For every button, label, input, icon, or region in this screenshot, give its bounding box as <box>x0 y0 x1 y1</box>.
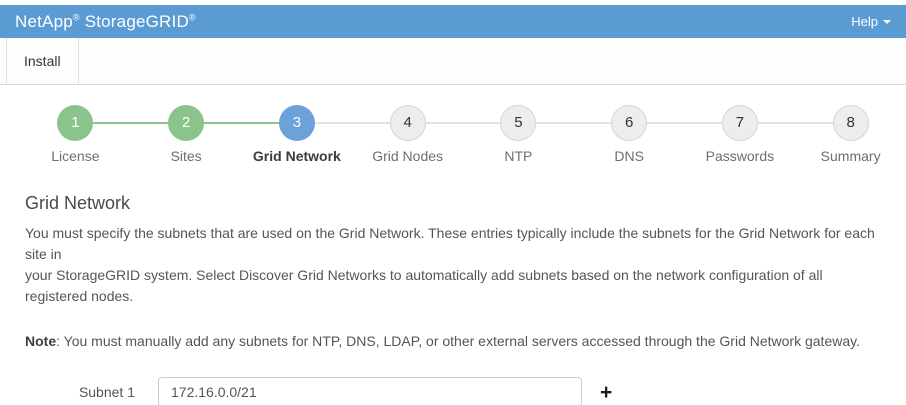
caret-down-icon <box>883 19 891 24</box>
registered-mark: ® <box>188 11 196 22</box>
plus-icon: + <box>600 380 613 404</box>
stepper-connector <box>757 122 833 124</box>
stepper-connector <box>314 122 390 124</box>
description-line: You must specify the subnets that are us… <box>25 225 875 262</box>
note-body: : You must manually add any subnets for … <box>56 333 860 349</box>
step-label: License <box>51 148 100 164</box>
step-label: Grid Network <box>252 148 341 164</box>
brand-title: NetApp® StorageGRID® <box>15 12 196 32</box>
tab-bar: Install <box>0 38 906 85</box>
description-line: your StorageGRID system. Select Discover… <box>25 267 823 304</box>
stepper-step-license[interactable]: 1 License <box>20 105 131 164</box>
page-title: Grid Network <box>25 193 131 213</box>
subnet-form-row: Subnet 1 + <box>25 377 881 405</box>
registered-mark: ® <box>72 11 80 22</box>
stepper-step-dns[interactable]: 6 DNS <box>536 105 685 164</box>
step-number-badge: 5 <box>500 105 537 141</box>
brand-netapp: NetApp <box>15 11 73 31</box>
install-stepper: 1 License 2 Sites 3 Grid Network 4 Grid … <box>0 85 906 164</box>
stepper-step-ntp[interactable]: 5 NTP <box>425 105 574 164</box>
step-label: Summary <box>820 148 881 164</box>
tab-install-label: Install <box>24 53 61 69</box>
tab-install[interactable]: Install <box>6 38 79 84</box>
step-label: Passwords <box>705 148 775 164</box>
help-label: Help <box>851 14 878 29</box>
step-number-badge: 7 <box>721 105 758 141</box>
app-header: NetApp® StorageGRID® Help <box>0 5 906 38</box>
stepper-step-grid-nodes[interactable]: 4 Grid Nodes <box>314 105 463 164</box>
stepper-connector <box>536 122 612 124</box>
step-number-badge: 3 <box>278 105 315 141</box>
subnet-input[interactable] <box>158 377 582 405</box>
step-number-badge: 4 <box>389 105 426 141</box>
note-text: Note: You must manually add any subnets … <box>25 331 881 352</box>
note-label: Note <box>25 333 57 349</box>
add-subnet-button[interactable]: + <box>598 382 614 403</box>
stepper-step-passwords[interactable]: 7 Passwords <box>647 105 796 164</box>
stepper-step-sites[interactable]: 2 Sites <box>93 105 242 164</box>
subnet-label: Subnet 1 <box>78 384 135 400</box>
stepper-connector <box>93 122 169 124</box>
step-label: Sites <box>170 148 202 164</box>
main-content: Grid Network You must specify the subnet… <box>0 193 906 405</box>
help-menu[interactable]: Help <box>851 14 891 29</box>
stepper-step-grid-network[interactable]: 3 Grid Network <box>204 105 353 164</box>
step-number-badge: 1 <box>57 105 94 141</box>
step-number-badge: 2 <box>168 105 205 141</box>
stepper-connector <box>204 122 279 124</box>
window-top-strip <box>0 0 906 5</box>
step-label: DNS <box>614 148 644 164</box>
brand-product: StorageGRID <box>84 11 189 31</box>
stepper-connector <box>647 122 722 124</box>
step-label: Grid Nodes <box>372 148 444 164</box>
stepper-step-summary[interactable]: 8 Summary <box>757 105 906 164</box>
stepper-connector <box>425 122 501 124</box>
step-label: NTP <box>504 148 533 164</box>
step-number-badge: 8 <box>832 105 869 141</box>
step-number-badge: 6 <box>611 105 648 141</box>
description-text: You must specify the subnets that are us… <box>25 223 881 307</box>
